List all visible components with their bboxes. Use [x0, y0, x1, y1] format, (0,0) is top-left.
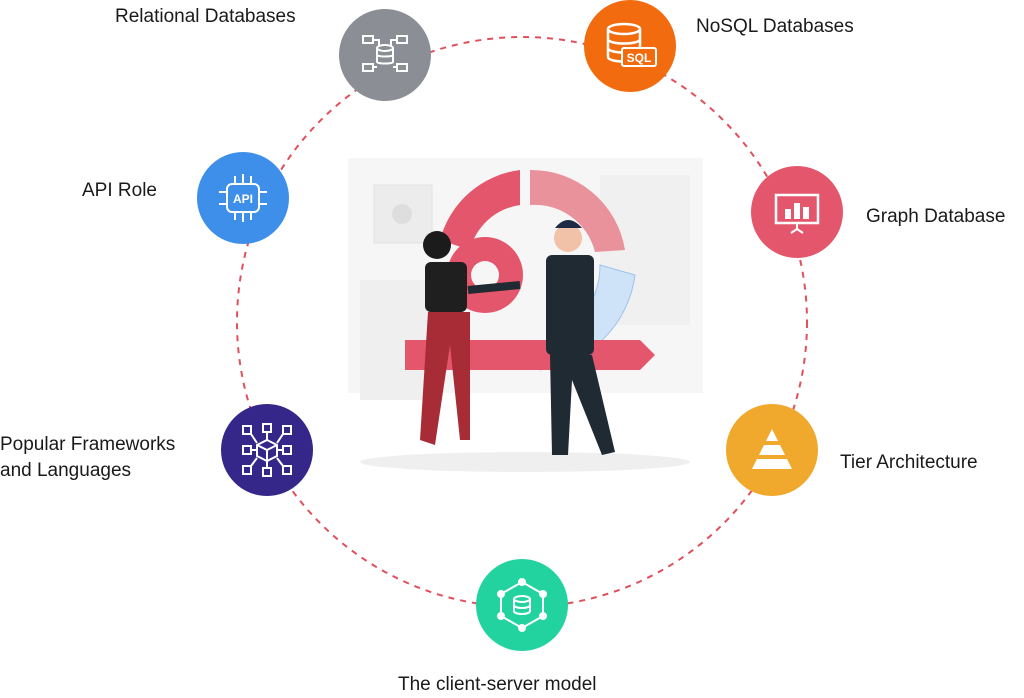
pyramid-icon — [752, 429, 792, 469]
svg-text:API: API — [233, 192, 253, 206]
label-nosql-databases: NoSQL Databases — [696, 16, 854, 37]
two-people-gear-cycle-illustration — [348, 158, 703, 472]
sql-database-icon: SQL — [606, 22, 657, 67]
svg-text:SQL: SQL — [627, 51, 652, 65]
node-tier-architecture — [726, 404, 818, 496]
label-tier-architecture: Tier Architecture — [840, 452, 978, 473]
node-relational-databases — [339, 9, 431, 101]
network-database-icon — [497, 578, 547, 632]
label-graph-database: Graph Database — [866, 206, 1006, 227]
node-client-server-model — [476, 559, 568, 651]
label-relational-databases: Relational Databases — [115, 6, 296, 27]
node-nosql-databases: SQL — [584, 0, 676, 92]
label-popular-frameworks: Popular Frameworks and Languages — [0, 434, 176, 481]
cube-network-icon — [242, 423, 292, 477]
node-popular-frameworks — [221, 404, 313, 496]
label-client-server-model: The client-server model — [398, 674, 597, 695]
bar-chart-board-icon — [774, 193, 820, 234]
database-schema-icon — [362, 35, 408, 72]
label-api-role: API Role — [82, 180, 157, 201]
node-graph-database — [751, 166, 843, 258]
node-api-role: API — [197, 152, 289, 244]
api-chip-icon: API — [219, 174, 267, 222]
